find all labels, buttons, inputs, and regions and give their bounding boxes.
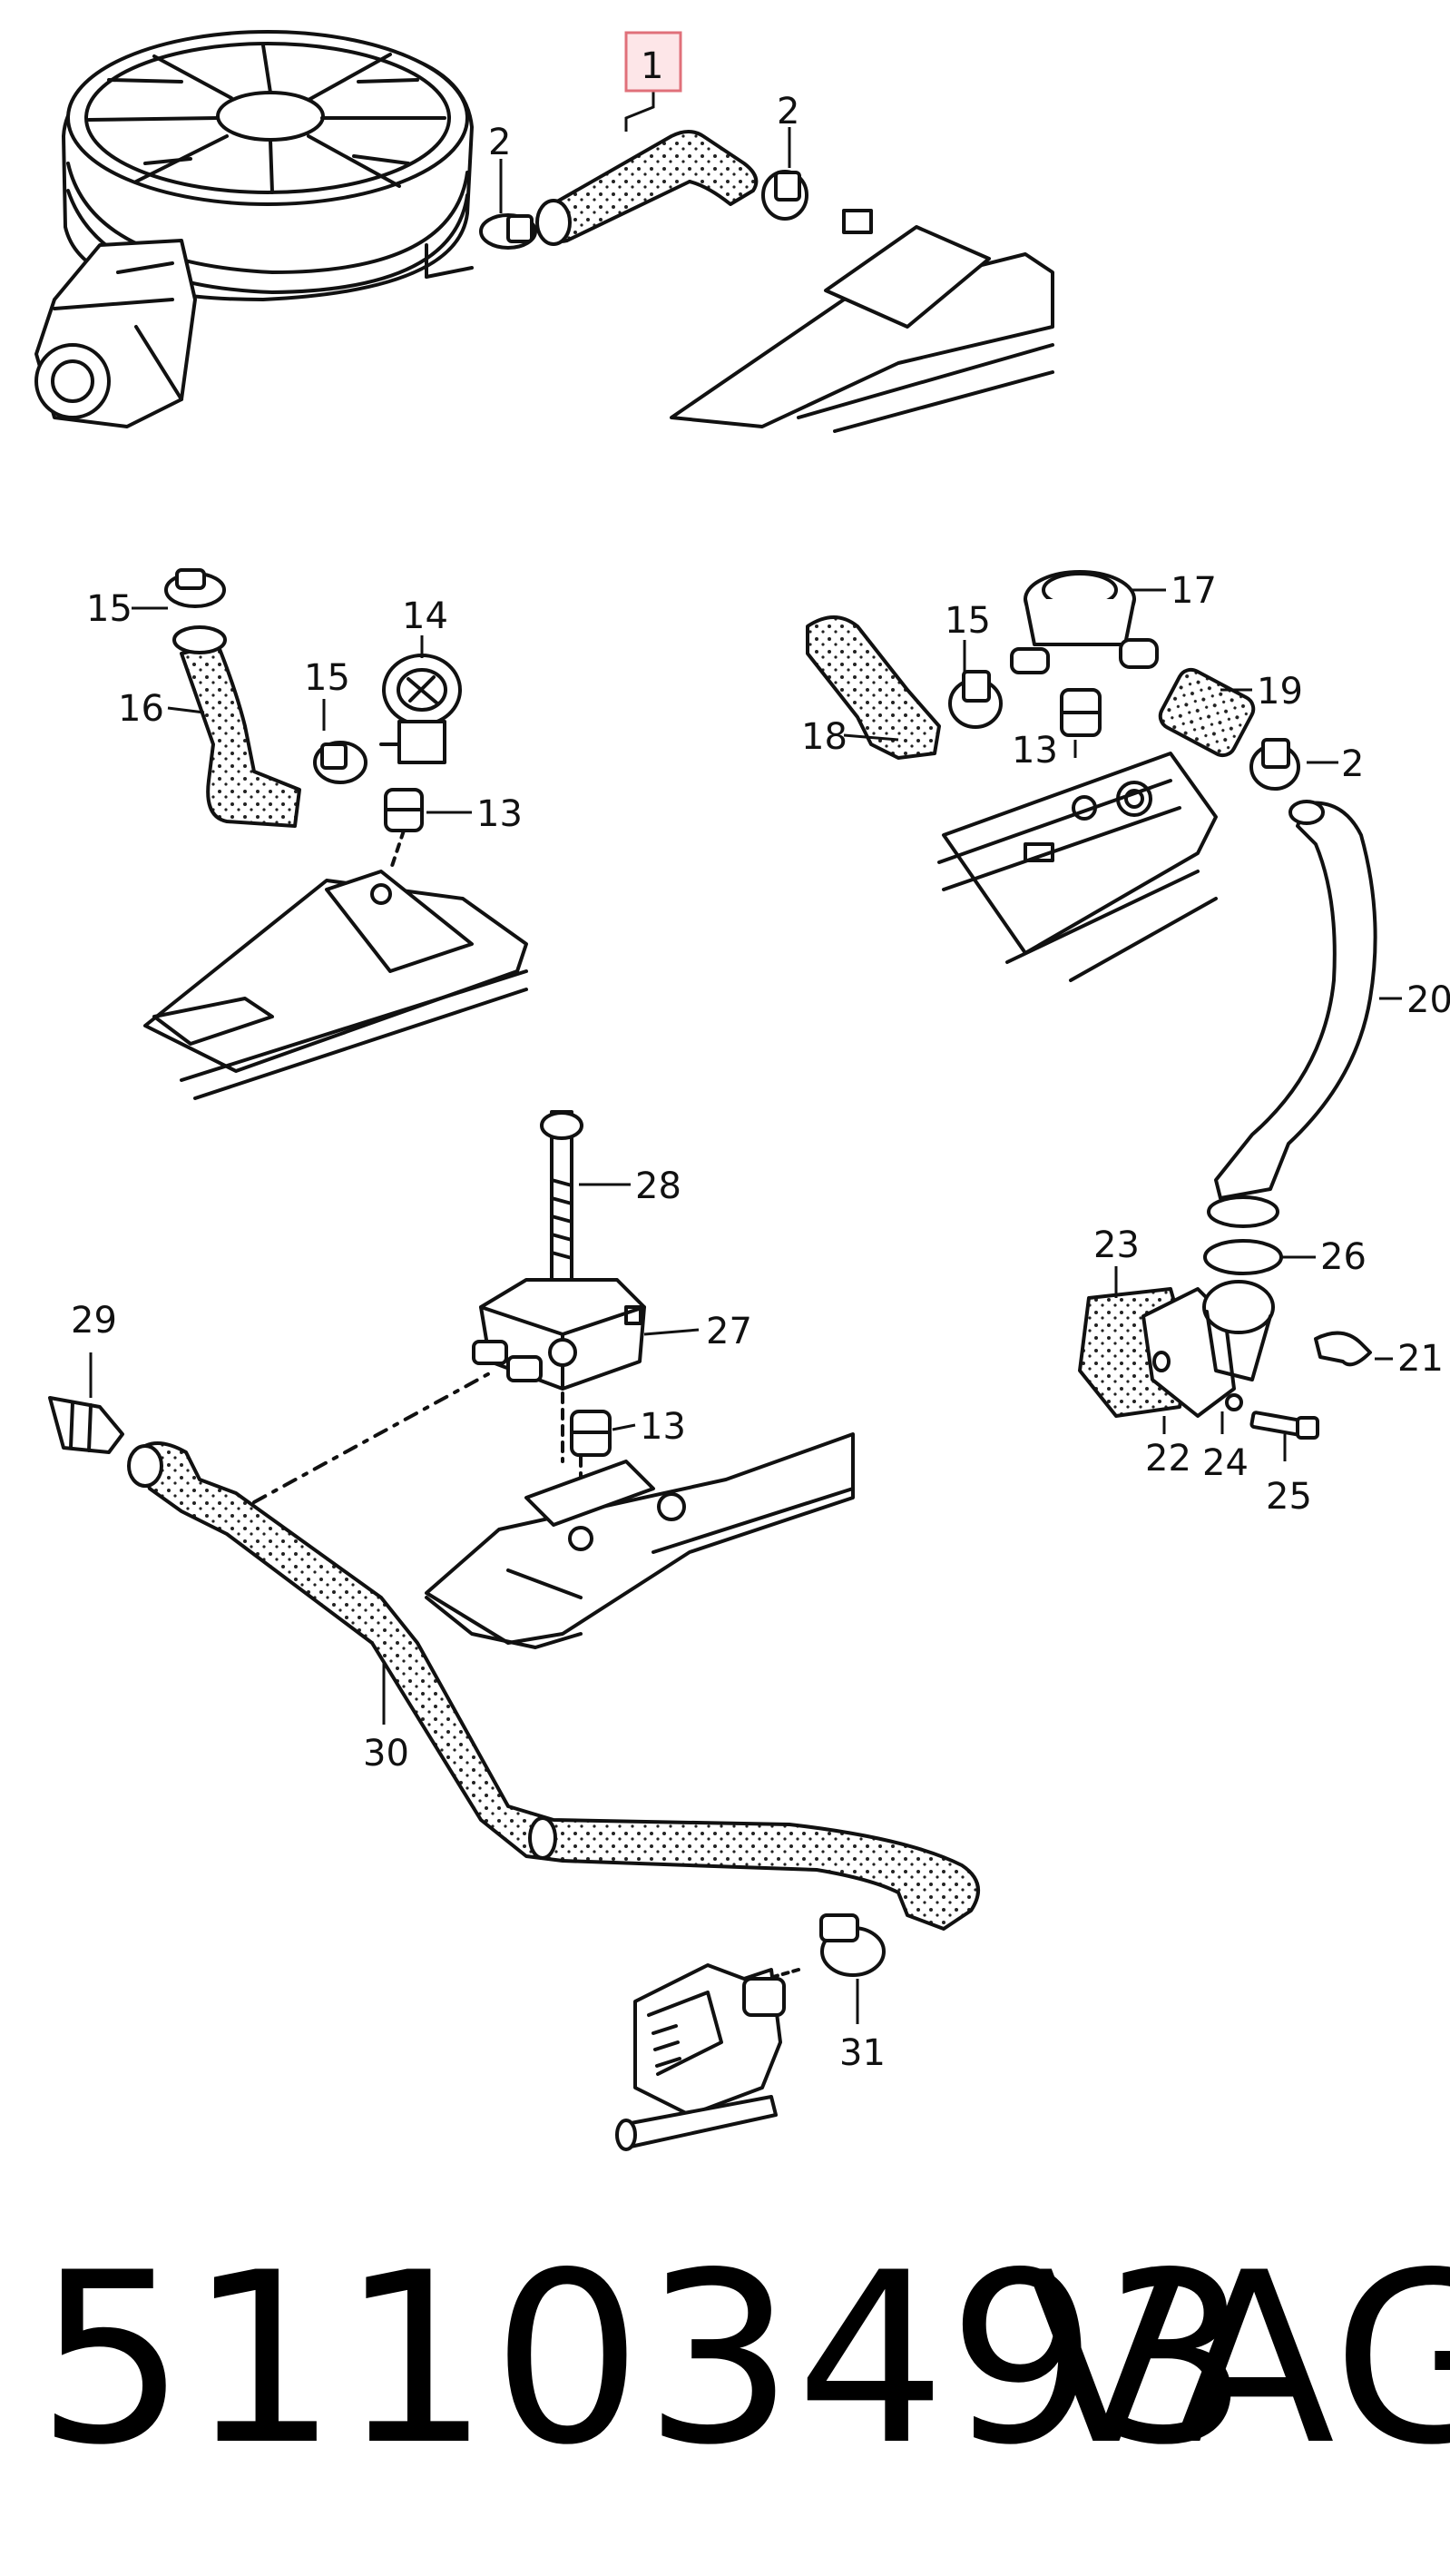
callout-15: 15 bbox=[304, 657, 350, 699]
pcv-valve bbox=[379, 654, 462, 764]
hose-clamp bbox=[761, 170, 808, 221]
callout-27: 27 bbox=[706, 1311, 752, 1352]
bolt bbox=[1249, 1411, 1319, 1440]
valve-cover bbox=[937, 752, 1218, 982]
callout-2: 2 bbox=[777, 91, 799, 133]
crankcase-breather-housing bbox=[1078, 1280, 1275, 1418]
throttle-body bbox=[34, 239, 197, 428]
breather-hose bbox=[806, 615, 941, 760]
part-number: 51103493 bbox=[36, 2223, 1252, 2497]
callout-13: 13 bbox=[1012, 730, 1058, 772]
callout-13: 13 bbox=[640, 1406, 686, 1448]
callout-25: 25 bbox=[1266, 1476, 1312, 1518]
breather-pipe bbox=[1214, 801, 1377, 1200]
washer bbox=[1225, 1393, 1243, 1411]
callout-24: 24 bbox=[1202, 1442, 1249, 1484]
callout-labels: 1 2 2 15 16 15 14 13 17 15 19 18 13 2 20… bbox=[71, 45, 1450, 2074]
callout-1: 1 bbox=[641, 45, 663, 87]
oil-separator-cover bbox=[472, 1278, 646, 1391]
clamp-15-right bbox=[948, 670, 1003, 729]
callout-30: 30 bbox=[363, 1733, 409, 1775]
air-filter-housing bbox=[62, 30, 474, 301]
hose-clamp bbox=[1249, 738, 1300, 791]
pressure-regulating-valve bbox=[615, 1963, 786, 2151]
long-breather-hose bbox=[134, 1441, 980, 1931]
hose-sleeve bbox=[1158, 667, 1256, 758]
callout-17: 17 bbox=[1171, 570, 1217, 612]
callout-21: 21 bbox=[1397, 1338, 1444, 1380]
o-ring bbox=[1203, 1239, 1283, 1275]
grommet bbox=[570, 1410, 612, 1457]
callout-2: 2 bbox=[488, 122, 511, 163]
callout-22: 22 bbox=[1145, 1438, 1191, 1480]
hose-clamp bbox=[313, 741, 367, 784]
leader-lines bbox=[89, 89, 1402, 2024]
breather-hose bbox=[180, 643, 301, 828]
callout-31: 31 bbox=[839, 2032, 886, 2074]
callout-13: 13 bbox=[476, 793, 523, 835]
callout-20: 20 bbox=[1406, 979, 1450, 1021]
valve-cover bbox=[143, 870, 528, 1100]
callout-15: 15 bbox=[945, 600, 991, 642]
callout-19: 19 bbox=[1257, 671, 1303, 713]
hose-clamp bbox=[819, 1913, 886, 1977]
grommet bbox=[1060, 688, 1102, 737]
callout-28: 28 bbox=[635, 1165, 681, 1207]
pcv-valve bbox=[1010, 570, 1159, 674]
grommet bbox=[384, 788, 424, 832]
brand-name: VAG bbox=[1025, 2223, 1450, 2497]
callout-16: 16 bbox=[118, 688, 164, 730]
callout-29: 29 bbox=[71, 1300, 117, 1342]
breather-hose bbox=[543, 130, 759, 243]
callout-23: 23 bbox=[1093, 1224, 1140, 1266]
highlight-box bbox=[624, 31, 682, 93]
valve-cover bbox=[670, 209, 1054, 433]
callout-18: 18 bbox=[801, 716, 847, 758]
valve-cover bbox=[425, 1432, 855, 1649]
callout-14: 14 bbox=[402, 595, 448, 637]
bolt bbox=[540, 1110, 583, 1286]
callout-26: 26 bbox=[1320, 1236, 1367, 1278]
callout-2: 2 bbox=[1341, 743, 1364, 785]
hose-clamp bbox=[479, 213, 537, 250]
clamp-15-left bbox=[164, 568, 226, 608]
hose-connector bbox=[48, 1396, 124, 1454]
spring-clip bbox=[1314, 1331, 1372, 1367]
callout-15: 15 bbox=[86, 588, 132, 630]
